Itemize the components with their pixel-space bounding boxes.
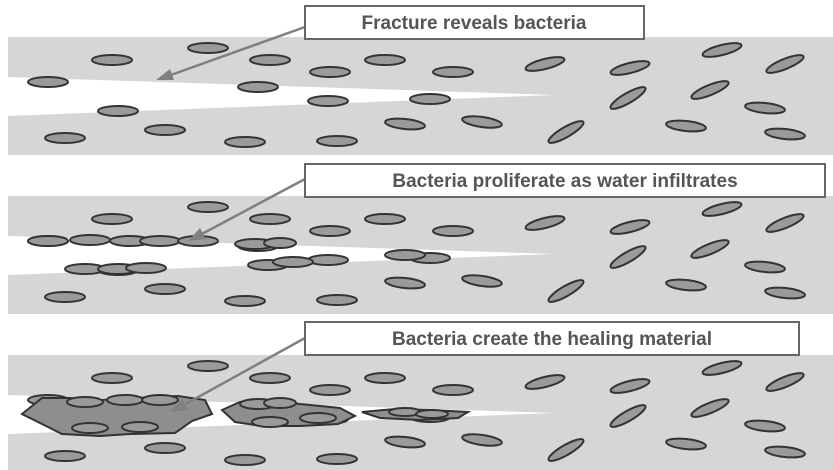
- caption-proliferate: Bacteria proliferate as water infiltrate…: [392, 171, 737, 192]
- caption-fracture: Fracture reveals bacteria: [362, 13, 587, 34]
- caption-healing: Bacteria create the healing material: [392, 329, 712, 350]
- panel-proliferate: Bacteria proliferate as water infiltrate…: [8, 164, 833, 314]
- panel-fracture: Fracture reveals bacteria: [8, 6, 833, 155]
- panel-healing: Bacteria create the healing material: [8, 322, 833, 470]
